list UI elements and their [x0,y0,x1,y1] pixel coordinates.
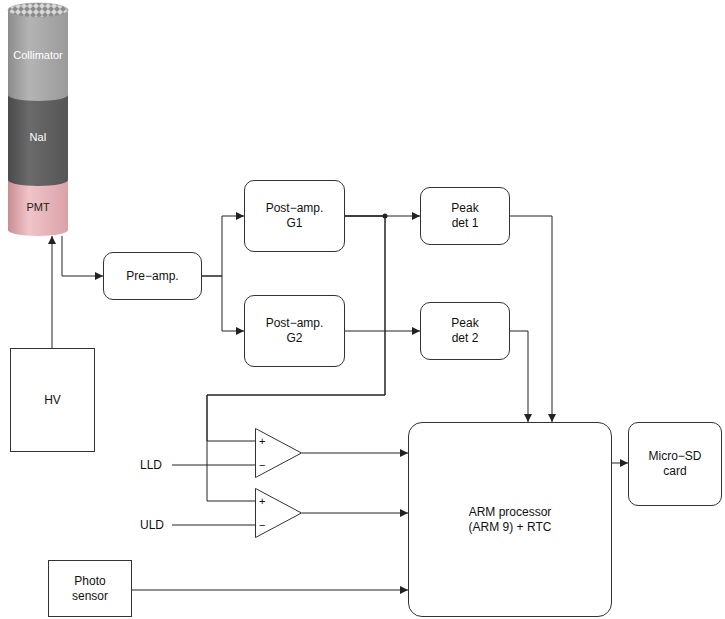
collimator-body [8,10,68,101]
process-box: Peak det 2 [420,302,510,360]
crystal-section: NaI [8,95,68,180]
node-label: Photo sensor [60,574,120,604]
storage-box: Micro−SD card [628,422,722,506]
signal-connector [62,236,103,276]
signal-connector [510,216,552,422]
plus-input-sign: + [259,494,265,508]
nai-crystal [8,90,68,186]
process-box: Peak det 1 [420,187,510,245]
signal-connector [302,453,408,454]
signal-connector [345,331,420,332]
node-label: PMT [26,201,49,215]
comparator-symbol: +− [255,428,302,478]
signal-connector [202,276,244,331]
signal-connector [132,590,408,591]
node-label: Collimator [13,49,63,63]
signal-connector [52,236,53,348]
process-box: Post−amp. G1 [244,180,345,252]
node-label: Peak det 2 [443,316,487,346]
pmt-section: PMT [8,180,68,236]
comparator-symbol: +− [255,488,302,538]
process-box: Post−amp. G2 [244,295,345,367]
node-label: Pre−amp. [126,269,178,284]
node-label: ARM processor (ARM 9) + RTC [455,505,565,535]
power-box: HV [10,348,95,452]
node-label: NaI [29,131,46,145]
signal-name: ULD [140,517,164,533]
signal-connector [612,463,628,464]
plus-input-sign: + [259,434,265,448]
collimator-section: Collimator [8,17,68,95]
node-label: Post−amp. G1 [264,201,326,231]
signal-connector [207,216,385,501]
sensor-box: Photo sensor [48,560,132,617]
signal-connector [302,513,408,514]
signal-wire [172,525,255,526]
node-label: Micro−SD card [640,449,710,479]
node-label: HV [44,393,61,408]
processor-box: ARM processor (ARM 9) + RTC [408,422,612,617]
node-label: Post−amp. G2 [264,316,326,346]
process-box: Pre−amp. [103,252,202,300]
signal-connector [202,216,244,276]
signal-connector [510,331,528,422]
signal-wire [172,465,255,466]
node-label: Peak det 1 [443,201,487,231]
minus-input-sign: − [259,458,265,472]
minus-input-sign: − [259,518,265,532]
collimator-holes [8,3,68,17]
signal-name: LLD [140,457,162,473]
